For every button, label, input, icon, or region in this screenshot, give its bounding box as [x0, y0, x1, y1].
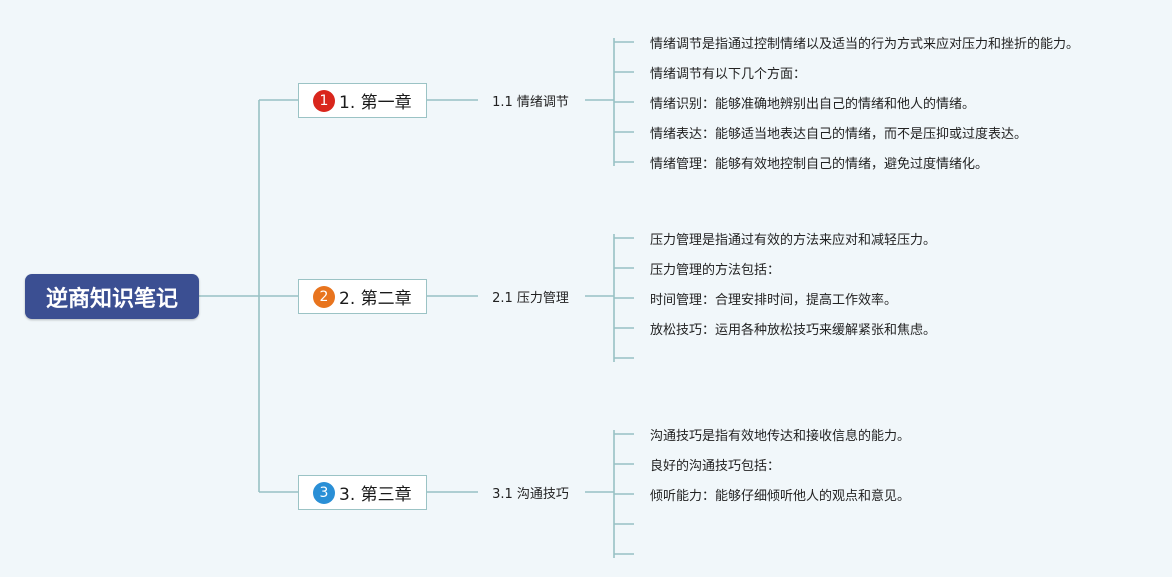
note-item[interactable]: 压力管理是指通过有效的方法来应对和减轻压力。 [650, 233, 937, 248]
section-node-3[interactable]: 3.1 沟通技巧 [492, 487, 569, 502]
note-item[interactable]: 时间管理：合理安排时间，提高工作效率。 [650, 293, 898, 308]
note-item[interactable]: 情绪调节是指通过控制情绪以及适当的行为方式来应对压力和挫折的能力。 [650, 37, 1080, 52]
number-badge-icon: 3 [313, 481, 335, 504]
note-item[interactable]: 放松技巧：运用各种放松技巧来缓解紧张和焦虑。 [650, 323, 937, 338]
chapter-label: 3. 第三章 [339, 485, 412, 505]
number-badge-icon: 2 [313, 285, 335, 308]
section-node-1[interactable]: 1.1 情绪调节 [492, 95, 569, 110]
chapter-label: 2. 第二章 [339, 289, 412, 309]
note-item[interactable]: 压力管理的方法包括： [650, 263, 781, 278]
note-item[interactable]: 情绪调节有以下几个方面： [650, 67, 807, 82]
root-node-label: 逆商知识笔记 [45, 286, 178, 312]
note-item[interactable]: 倾听能力：能够仔细倾听他人的观点和意见。 [650, 489, 911, 504]
note-item[interactable]: 情绪管理：能够有效地控制自己的情绪，避免过度情绪化。 [650, 157, 989, 172]
number-badge-icon: 1 [313, 89, 335, 112]
root-node[interactable]: 逆商知识笔记 [25, 274, 199, 319]
section-node-2[interactable]: 2.1 压力管理 [492, 291, 569, 306]
note-item[interactable]: 情绪表达：能够适当地表达自己的情绪，而不是压抑或过度表达。 [650, 127, 1028, 142]
note-item[interactable]: 良好的沟通技巧包括： [650, 459, 781, 474]
note-item[interactable]: 沟通技巧是指有效地传达和接收信息的能力。 [650, 429, 911, 444]
chapter-label: 1. 第一章 [339, 93, 412, 113]
note-item[interactable]: 情绪识别：能够准确地辨别出自己的情绪和他人的情绪。 [650, 97, 976, 112]
